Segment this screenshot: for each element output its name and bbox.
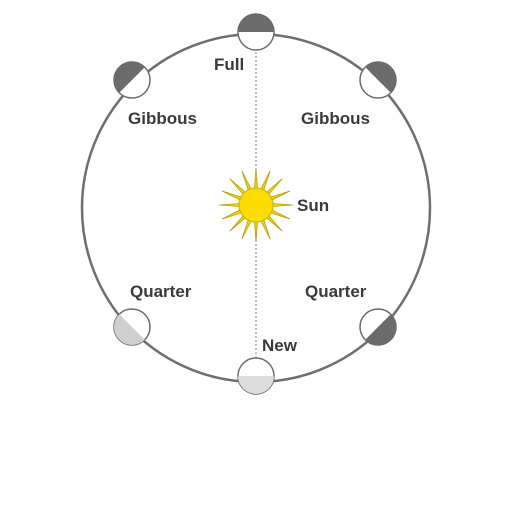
moon-full-icon [237, 13, 275, 51]
label-gibbous-left: Gibbous [128, 109, 197, 128]
label-quarter-left: Quarter [130, 282, 192, 301]
sun-ray [253, 167, 259, 191]
moon-gibbous-right-icon [359, 61, 397, 99]
label-full: Full [214, 55, 244, 74]
sun-ray [270, 202, 294, 208]
label-gibbous-right: Gibbous [301, 109, 370, 128]
moon-quarter-right-icon [359, 308, 397, 346]
moon-new-icon [237, 357, 275, 395]
moon-quarter-left-icon [113, 308, 151, 346]
sun-icon [218, 167, 294, 243]
sun-ray [253, 219, 259, 243]
moon-gibbous-left-icon [113, 61, 151, 99]
sun-ray [218, 202, 242, 208]
label-sun: Sun [297, 196, 329, 215]
label-new: New [262, 336, 298, 355]
label-quarter-right: Quarter [305, 282, 367, 301]
